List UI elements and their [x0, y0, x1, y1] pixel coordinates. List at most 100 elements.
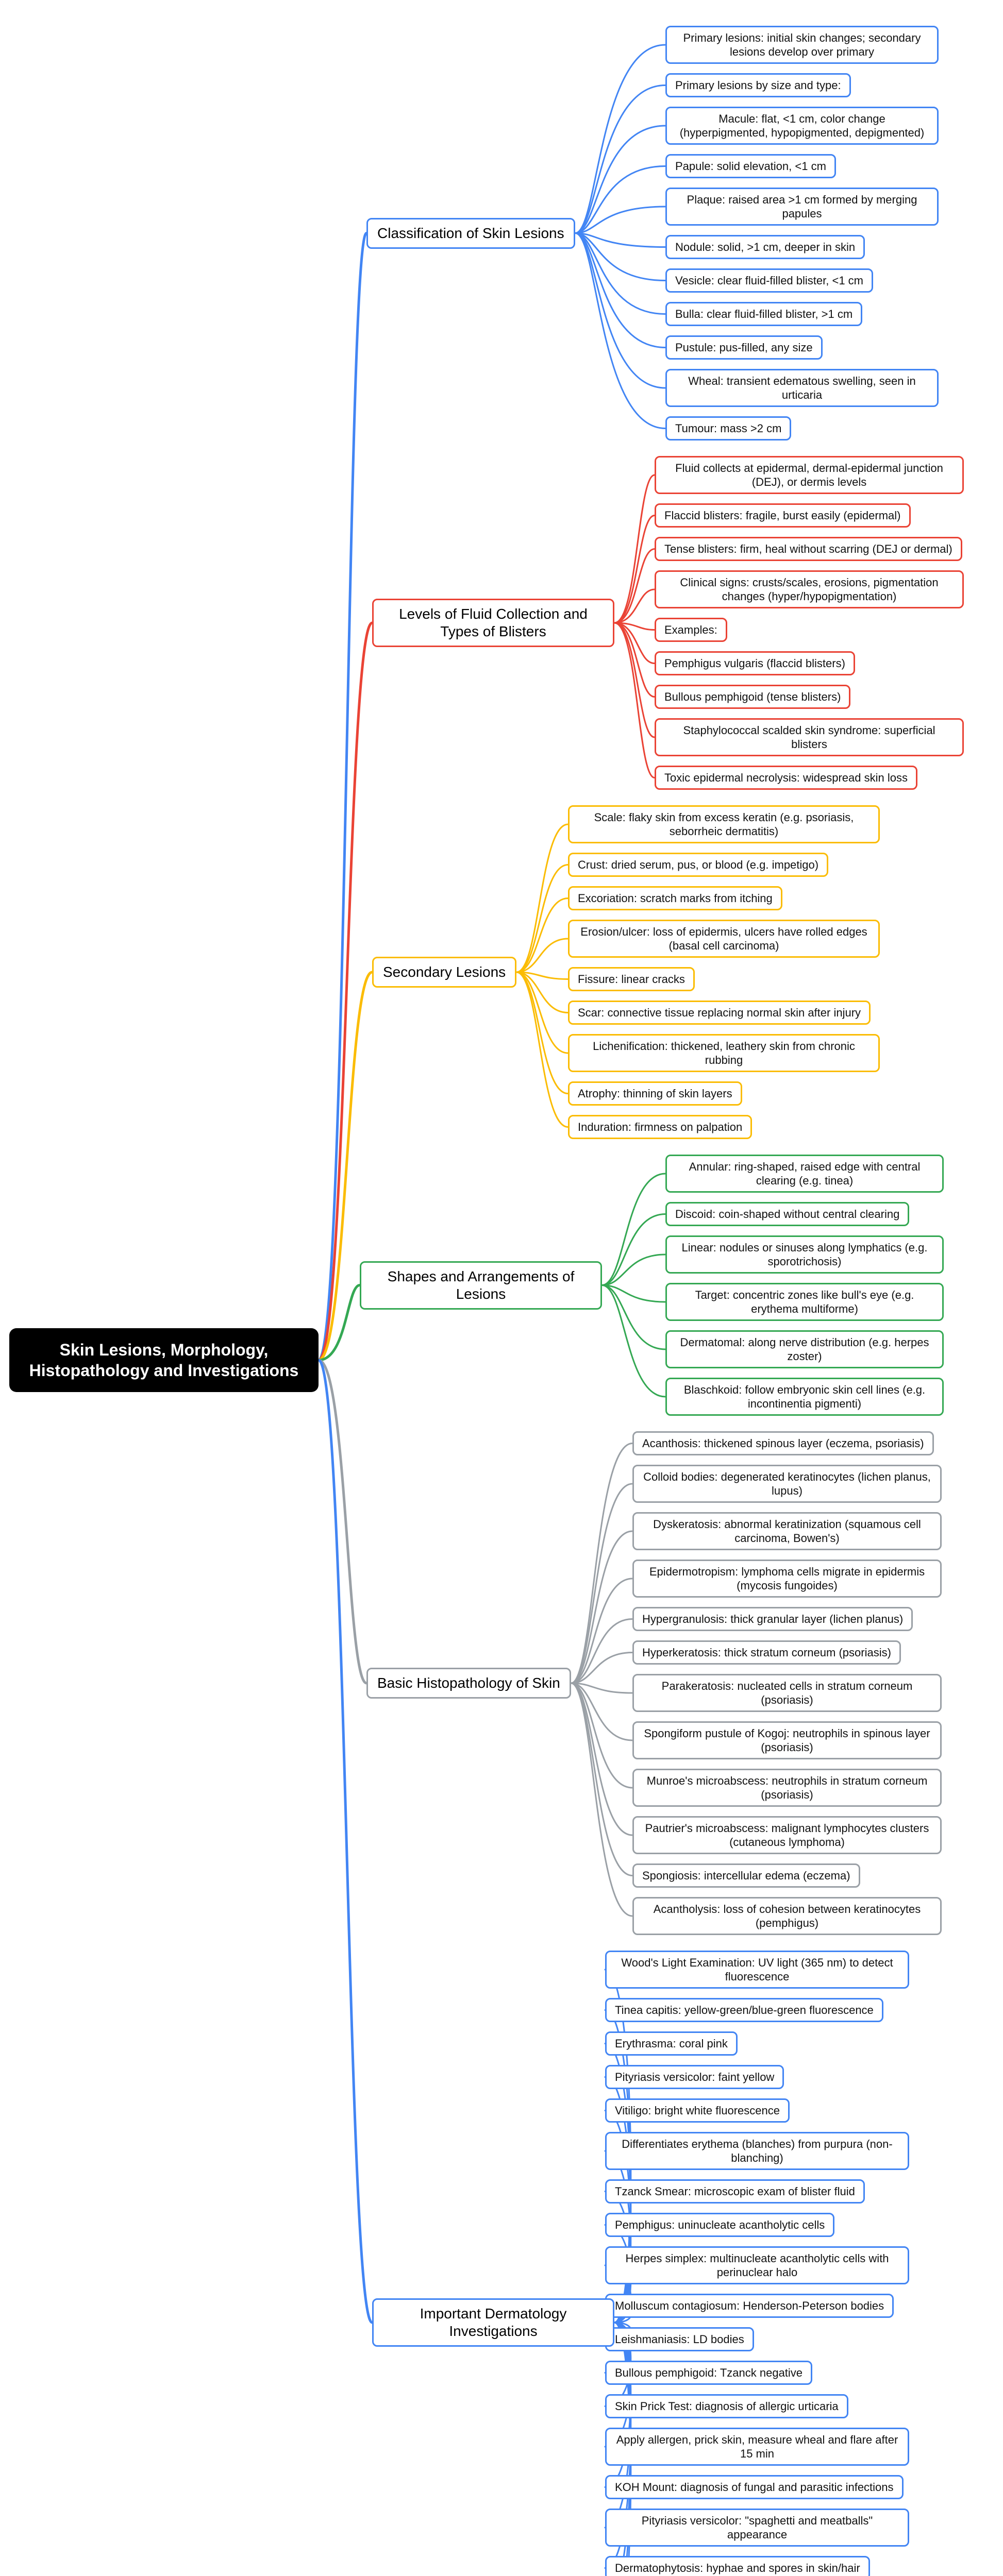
leaf-node: Pautrier's microabscess: malignant lymph… — [632, 1816, 942, 1854]
leaf-node: Skin Prick Test: diagnosis of allergic u… — [605, 2394, 848, 2418]
leaf-node: Discoid: coin-shaped without central cle… — [665, 1202, 910, 1226]
leaf-node: Plaque: raised area >1 cm formed by merg… — [665, 188, 939, 226]
connector-path — [317, 1284, 361, 1362]
connector-path — [570, 1682, 633, 1917]
connector-path — [574, 165, 666, 234]
connector-path — [574, 232, 666, 248]
leaf-node: Crust: dried serum, pus, or blood (e.g. … — [568, 853, 829, 877]
branch-node-0: Classification of Skin Lesions — [366, 218, 575, 249]
connector-path — [574, 232, 666, 315]
leaf-node: Bullous pemphigoid (tense blisters) — [655, 685, 851, 709]
leaf-node: Fissure: linear cracks — [568, 967, 695, 991]
leaf-node: Hypergranulosis: thick granular layer (l… — [632, 1607, 913, 1631]
branch-node-5: Important Dermatology Investigations — [372, 2298, 614, 2347]
leaf-node: Target: concentric zones like bull's eye… — [665, 1283, 944, 1321]
connector-path — [613, 622, 656, 698]
leaf-node: Spongiform pustule of Kogoj: neutrophils… — [632, 1721, 942, 1759]
connector-path — [515, 823, 569, 973]
leaf-node: Apply allergen, prick skin, measure whea… — [605, 2428, 909, 2466]
leaf-node: Pityriasis versicolor: faint yellow — [605, 2065, 784, 2089]
leaf-column-2: Scale: flaky skin from excess keratin (e… — [568, 805, 880, 1139]
leaf-node: Spongiosis: intercellular edema (eczema) — [632, 1863, 860, 1888]
leaf-node: Wood's Light Examination: UV light (365 … — [605, 1951, 909, 1989]
connector-path — [601, 1173, 666, 1286]
connector-path — [574, 232, 666, 281]
leaf-node: Pityriasis versicolor: "spaghetti and me… — [605, 2509, 909, 2547]
connector-path — [515, 938, 569, 973]
connector-path — [613, 588, 656, 624]
connector-path — [317, 971, 374, 1362]
connector-path — [570, 1682, 633, 1876]
leaf-node: Colloid bodies: degenerated keratinocyte… — [632, 1465, 942, 1503]
leaf-node: Papule: solid elevation, <1 cm — [665, 154, 836, 178]
leaf-node: Staphylococcal scalded skin syndrome: su… — [655, 718, 964, 756]
leaf-node: Induration: firmness on palpation — [568, 1115, 753, 1139]
connector-path — [574, 206, 666, 234]
leaf-node: Pemphigus: uninucleate acantholytic cell… — [605, 2213, 835, 2237]
connector-path — [515, 971, 569, 1094]
connector-path — [601, 1213, 666, 1286]
leaf-node: Munroe's microabscess: neutrophils in st… — [632, 1769, 942, 1807]
leaf-node: KOH Mount: diagnosis of fungal and paras… — [605, 2475, 904, 2499]
connector-path — [570, 1682, 633, 1694]
leaf-node: Fluid collects at epidermal, dermal-epid… — [655, 456, 964, 494]
leaf-node: Pustule: pus-filled, any size — [665, 335, 823, 360]
leaf-node: Dermatomal: along nerve distribution (e.… — [665, 1330, 944, 1368]
connector-path — [317, 621, 374, 1362]
connector-path — [613, 548, 656, 624]
branch-node-4: Basic Histopathology of Skin — [366, 1668, 571, 1699]
leaf-node: Toxic epidermal necrolysis: widespread s… — [655, 766, 917, 790]
branch-node-3: Shapes and Arrangements of Lesions — [360, 1261, 602, 1310]
leaf-node: Tumour: mass >2 cm — [665, 416, 792, 440]
connector-path — [613, 622, 656, 631]
leaf-node: Scale: flaky skin from excess keratin (e… — [568, 805, 880, 843]
leaf-node: Dyskeratosis: abnormal keratinization (s… — [632, 1512, 942, 1550]
leaf-node: Nodule: solid, >1 cm, deeper in skin — [665, 235, 865, 259]
leaf-node: Tense blisters: firm, heal without scarr… — [655, 537, 962, 561]
connector-path — [515, 971, 569, 980]
connector-path — [570, 1652, 633, 1684]
connector-path — [574, 44, 666, 234]
branch-node-2: Secondary Lesions — [372, 957, 517, 988]
leaf-node: Atrophy: thinning of skin layers — [568, 1081, 742, 1106]
connector-path — [570, 1682, 633, 1789]
leaf-node: Differentiates erythema (blanches) from … — [605, 2132, 909, 2170]
leaf-node: Tzanck Smear: microscopic exam of bliste… — [605, 2179, 865, 2204]
leaf-node: Clinical signs: crusts/scales, erosions,… — [655, 570, 964, 608]
connector-path — [613, 622, 656, 738]
connector-path — [317, 1359, 368, 1685]
connector-path — [570, 1682, 633, 1836]
connector-path — [515, 971, 569, 1128]
leaf-node: Vitiligo: bright white fluorescence — [605, 2098, 790, 2123]
leaf-column-4: Acanthosis: thickened spinous layer (ecz… — [632, 1431, 942, 1935]
leaf-node: Dermatophytosis: hyphae and spores in sk… — [605, 2556, 870, 2576]
leaf-node: Primary lesions: initial skin changes; s… — [665, 26, 939, 64]
connector-path — [613, 622, 656, 664]
connector-path — [515, 971, 569, 1054]
connector-path — [570, 1682, 633, 1741]
leaf-node: Annular: ring-shaped, raised edge with c… — [665, 1155, 944, 1193]
connector-path — [601, 1284, 666, 1398]
leaf-column-0: Primary lesions: initial skin changes; s… — [665, 26, 939, 440]
leaf-node: Leishmaniasis: LD bodies — [605, 2327, 754, 2351]
leaf-node: Examples: — [655, 618, 727, 642]
connector-path — [570, 1483, 633, 1684]
leaf-node: Erosion/ulcer: loss of epidermis, ulcers… — [568, 920, 880, 958]
leaf-node: Erythrasma: coral pink — [605, 2031, 738, 2056]
leaf-node: Tinea capitis: yellow-green/blue-green f… — [605, 1998, 883, 2022]
connector-path — [613, 622, 656, 778]
leaf-node: Pemphigus vulgaris (flaccid blisters) — [655, 651, 855, 675]
connector-path — [613, 474, 656, 624]
connector-path — [515, 864, 569, 973]
leaf-node: Blaschkoid: follow embryonic skin cell l… — [665, 1378, 944, 1416]
connector-path — [601, 1284, 666, 1350]
leaf-node: Parakeratosis: nucleated cells in stratu… — [632, 1674, 942, 1712]
leaf-node: Lichenification: thickened, leathery ski… — [568, 1034, 880, 1072]
connector-path — [574, 232, 666, 389]
leaf-node: Scar: connective tissue replacing normal… — [568, 1001, 871, 1025]
leaf-node: Molluscum contagiosum: Henderson-Peterso… — [605, 2294, 894, 2318]
connector-path — [574, 84, 666, 234]
leaf-node: Acantholysis: loss of cohesion between k… — [632, 1897, 942, 1935]
leaf-node: Hyperkeratosis: thick stratum corneum (p… — [632, 1640, 901, 1665]
